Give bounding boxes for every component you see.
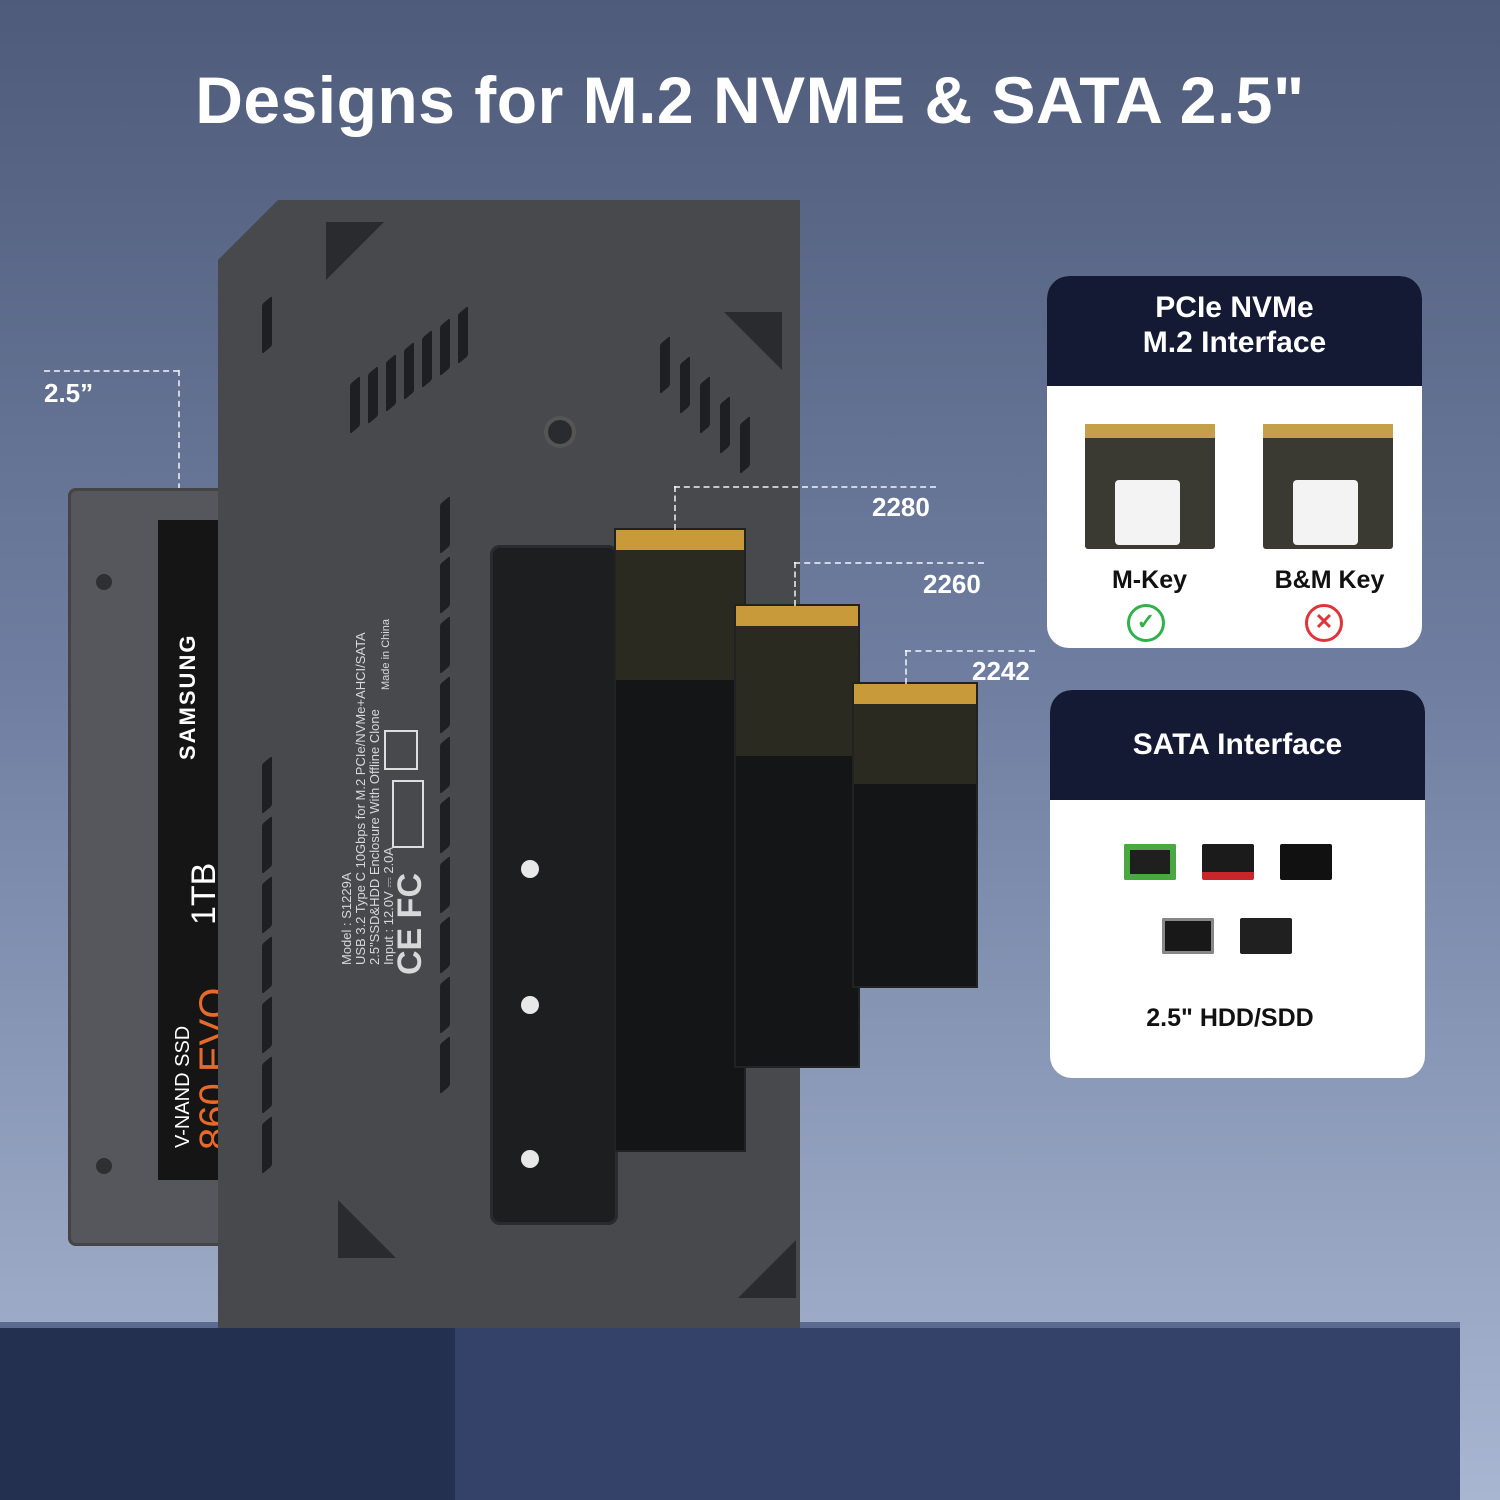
screw [548, 420, 572, 444]
bm-key-label: B&M Key [1274, 566, 1385, 594]
m-key-label: M-Key [1111, 566, 1187, 594]
samsung-ssd-icon [1240, 918, 1292, 954]
headline: Designs for M.2 NVME & SATA 2.5" [195, 63, 1305, 137]
vent [458, 305, 468, 365]
vent [660, 335, 670, 395]
standoff-hole [521, 860, 539, 878]
vent [262, 1115, 272, 1175]
vent [386, 353, 396, 413]
dimension-2-5: 2.5” [44, 378, 94, 408]
green-ssd-icon [1124, 844, 1176, 880]
vent [422, 329, 432, 389]
vent [720, 395, 730, 455]
vent [404, 341, 414, 401]
vent [350, 375, 360, 435]
screw [96, 574, 112, 590]
compliance-marks: CE FC [391, 873, 429, 975]
standoff-hole [521, 1150, 539, 1168]
dimension-line [178, 370, 180, 510]
sata-card-header: SATA Interface [1050, 690, 1425, 800]
pcie-title-line2: M.2 Interface [1142, 326, 1327, 359]
m2-pcb [736, 626, 858, 756]
pcie-title-line1: PCIe NVMe [1155, 291, 1314, 324]
pcie-card-header: PCIe NVMe M.2 Interface [1047, 276, 1422, 386]
dimension-line [794, 562, 796, 606]
vent [680, 355, 690, 415]
m2-contacts [736, 606, 858, 626]
sandisk-ssd-icon [1202, 844, 1254, 880]
dimension-line [44, 370, 179, 372]
vent [440, 915, 450, 975]
vent [440, 495, 450, 555]
pedestal-side [455, 1328, 1460, 1500]
check-icon: ✓ [1127, 604, 1165, 642]
vent [440, 615, 450, 675]
bm-key-ssd-image [1263, 424, 1393, 549]
dimension-2260: 2260 [923, 569, 981, 599]
vent [440, 795, 450, 855]
m-key-ssd-image [1085, 424, 1215, 549]
dimension-line [674, 486, 936, 488]
dimension-2280: 2280 [872, 492, 930, 522]
vent [262, 295, 272, 355]
vent [440, 317, 450, 377]
m2-ssd-2260 [734, 604, 860, 1068]
hyperx-ssd-icon [1162, 918, 1214, 954]
screw [96, 1158, 112, 1174]
vent [440, 675, 450, 735]
vent [262, 935, 272, 995]
dimension-line [674, 486, 676, 530]
vent [440, 975, 450, 1035]
m2-contacts [616, 530, 744, 550]
vent [262, 815, 272, 875]
sata-interface-card: SATA Interface [1050, 690, 1425, 1078]
enclosure-origin: Made in China [380, 619, 392, 690]
vent [740, 415, 750, 475]
m2-slot [490, 545, 618, 1225]
vent [262, 755, 272, 815]
vent [440, 735, 450, 795]
pedestal-front [0, 1328, 455, 1500]
pcie-interface-card: PCIe NVMe M.2 Interface M-Key B&M Key ✓ … [1047, 276, 1422, 648]
cross-icon: ✕ [1305, 604, 1343, 642]
vent [700, 375, 710, 435]
m2-contacts [854, 684, 976, 704]
vent [262, 875, 272, 935]
rohs-icon [392, 780, 424, 848]
sata-caption: 2.5" HDD/SDD [1146, 1004, 1314, 1032]
m2-ssd-2242 [852, 682, 978, 988]
dimension-line [905, 650, 1035, 652]
ssd-brand: SAMSUNG [175, 633, 200, 760]
dimension-line [794, 562, 984, 564]
m2-pcb [854, 704, 976, 784]
dimension-line [905, 650, 907, 684]
vent [440, 1035, 450, 1095]
vent [440, 855, 450, 915]
dimension-2242: 2242 [972, 656, 1030, 686]
black-ssd-icon [1280, 844, 1332, 880]
vent [440, 555, 450, 615]
standoff-hole [521, 996, 539, 1014]
weee-icon [384, 730, 418, 770]
vent [262, 1055, 272, 1115]
m2-pcb [616, 550, 744, 680]
m2-ssd-2280 [614, 528, 746, 1152]
vent [262, 995, 272, 1055]
vent [368, 365, 378, 425]
